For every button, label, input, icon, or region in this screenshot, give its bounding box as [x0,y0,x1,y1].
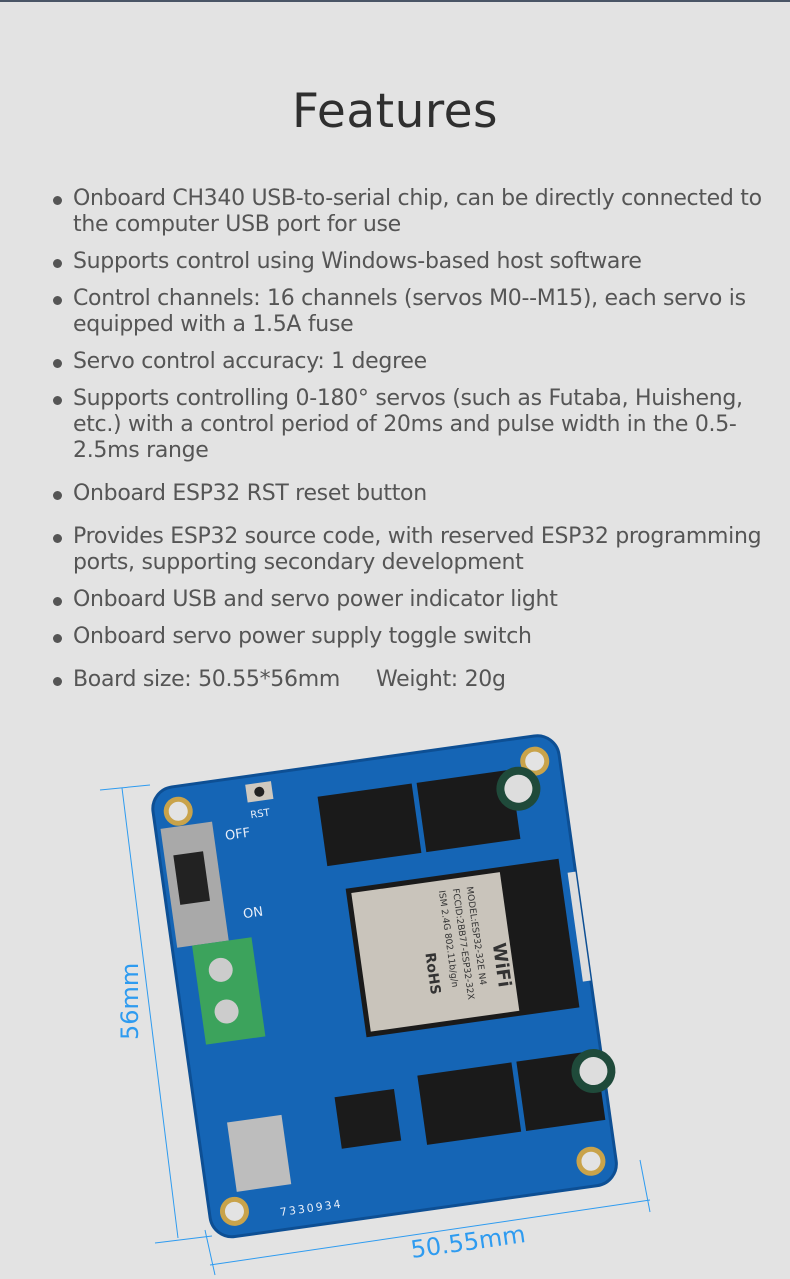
feature-text: Control channels: 16 channels (servos M0… [73,286,746,337]
bullet-icon [53,491,62,500]
feature-text: Onboard ESP32 RST reset button [73,481,427,506]
programming-port [567,871,591,982]
bullet-icon [53,396,62,405]
feature-text: Supports controlling 0-180° servos (such… [73,386,743,463]
list-item: Onboard ESP32 RST reset button [50,481,785,507]
feature-text: Onboard CH340 USB-to-serial chip, can be… [73,186,762,237]
bullet-icon [53,677,62,686]
bullet-icon [53,597,62,606]
list-item: Onboard servo power supply toggle switch [50,624,785,650]
board-size-text: Board size: 50.55*56mm [73,667,340,692]
list-item: Onboard CH340 USB-to-serial chip, can be… [50,186,785,238]
top-border [0,0,790,2]
usb-c-port [227,1114,292,1192]
feature-text: Supports control using Windows-based hos… [73,249,642,274]
bullet-icon [53,534,62,543]
feature-text: Provides ESP32 source code, with reserve… [73,524,762,575]
bullet-icon [53,196,62,205]
pcb-board: RST OFF ON MODEL:ESP32-32E N4 FCCID:2BB7… [151,734,618,1239]
list-item: Provides ESP32 source code, with reserve… [50,524,785,576]
feature-text: Onboard USB and servo power indicator li… [73,587,558,612]
on-label: ON [242,905,264,923]
off-label: OFF [224,826,251,844]
list-item: Supports controlling 0-180° servos (such… [50,386,785,464]
page-title: Features [291,84,499,139]
height-dimension-label: 56mm [116,963,144,1040]
ch340-chip [334,1088,402,1149]
mounting-holes [163,746,606,1226]
rst-label: RST [250,807,272,821]
bullet-icon [53,634,62,643]
feature-text: Onboard servo power supply toggle switch [73,624,532,649]
feature-text: Servo control accuracy: 1 degree [73,349,427,374]
servo-headers [317,769,606,1145]
weight-text: Weight: 20g [375,667,506,692]
bullet-icon [53,296,62,305]
list-item: Board size: 50.55*56mm Weight: 20g [50,667,785,693]
list-item: Supports control using Windows-based hos… [50,249,785,275]
list-item: Onboard USB and servo power indicator li… [50,587,785,613]
list-item: Control channels: 16 channels (servos M0… [50,286,785,338]
list-item: Servo control accuracy: 1 degree [50,349,785,375]
bullet-icon [53,259,62,268]
dimension-lines [99,784,651,1276]
feature-list: Onboard CH340 USB-to-serial chip, can be… [50,186,785,704]
rohs-mark: RoHS [421,952,443,996]
bullet-icon [53,359,62,368]
